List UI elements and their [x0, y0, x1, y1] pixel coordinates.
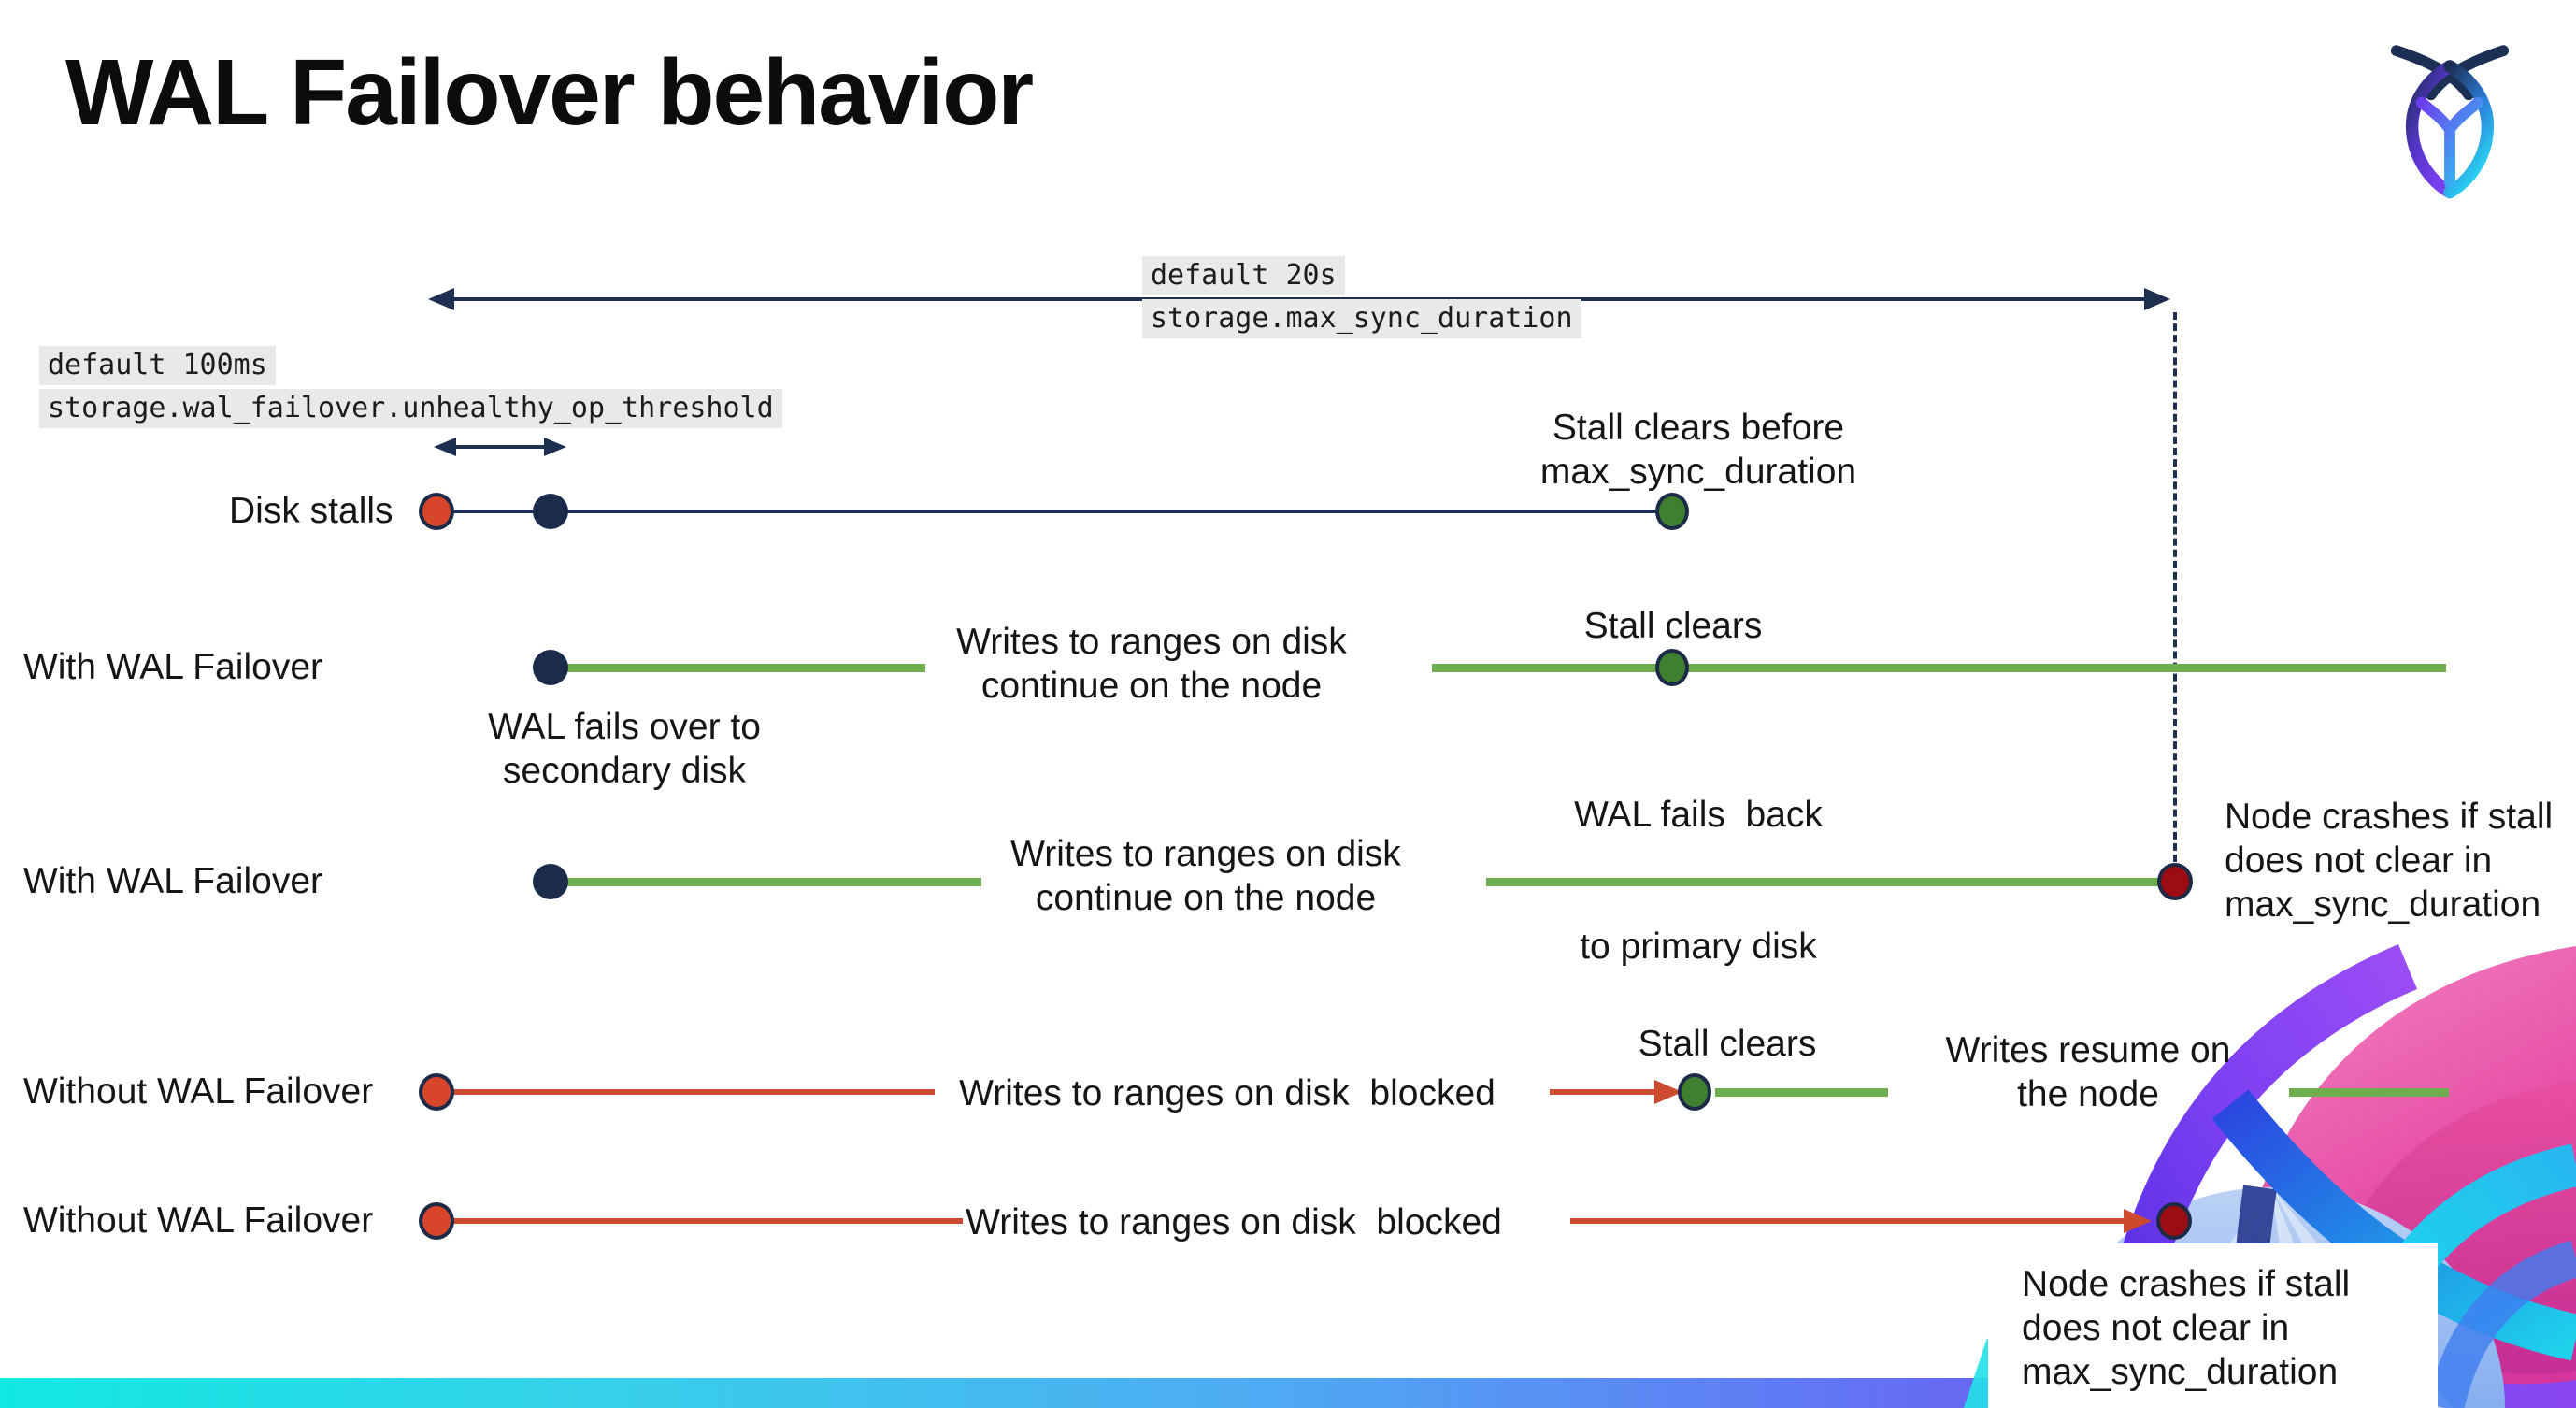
threshold-arrowhead-left-icon [434, 438, 456, 456]
stall-start-dot [419, 1073, 454, 1111]
resumed-writes-line [2289, 1088, 2449, 1097]
arrowhead-right-icon [2144, 288, 2170, 310]
failover-secondary-note: WAL fails over to secondary disk [488, 707, 761, 791]
failover-start-dot [533, 864, 568, 899]
row-label-disk-stalls: Disk stalls [229, 491, 394, 531]
row-label-with-wal-failover-1: With WAL Failover [23, 647, 322, 687]
resumed-writes-line [1715, 1088, 1888, 1097]
healthy-writes-line [1486, 878, 2170, 886]
node-crash-note: Node crashes if stall does not clear in … [2225, 797, 2554, 925]
max-sync-default-label: default 20s [1142, 256, 1345, 295]
stall-clears-note: Stall clears [1583, 606, 1763, 646]
failover-start-dot [533, 650, 568, 685]
stall-clears-before-note: Stall clears before max_sync_duration [1539, 408, 1857, 492]
dashed-deadline-line [2173, 312, 2177, 862]
max-sync-setting-name: storage.max_sync_duration [1142, 299, 1581, 338]
threshold-default-label: default 100ms [39, 346, 276, 385]
failback-primary-note: WAL fails back to primary disk [1574, 795, 1823, 967]
disk-stall-timeline [436, 510, 1672, 513]
healthy-writes-line [555, 664, 925, 672]
threshold-setting-name: storage.wal_failover.unhealthy_op_thresh… [39, 389, 782, 428]
blocked-writes-line [1550, 1089, 1660, 1095]
failover-threshold-dot [533, 494, 568, 529]
row-label-without-wal-failover-2: Without WAL Failover [23, 1200, 374, 1241]
writes-blocked-note: Writes to ranges on disk blocked [959, 1073, 1496, 1113]
healthy-writes-line [555, 878, 981, 886]
writes-blocked-note: Writes to ranges on disk blocked [966, 1202, 1502, 1243]
row-label-without-wal-failover-1: Without WAL Failover [23, 1071, 374, 1112]
blocked-writes-line [440, 1089, 935, 1095]
writes-continue-note: Writes to ranges on disk continue on the… [956, 622, 1347, 706]
red-arrowhead-icon [2124, 1209, 2152, 1233]
arrowhead-left-icon [428, 288, 454, 310]
stall-clear-dot [1655, 493, 1689, 530]
node-crash-note: Node crashes if stall does not clear in … [2022, 1264, 2351, 1392]
writes-continue-note: Writes to ranges on disk continue on the… [1010, 834, 1401, 918]
blocked-writes-line [1570, 1218, 2137, 1224]
healthy-writes-line [1432, 664, 2446, 672]
stall-start-dot [419, 493, 454, 530]
row-label-with-wal-failover-2: With WAL Failover [23, 861, 322, 901]
node-crash-note-box: Node crashes if stall does not clear in … [1988, 1243, 2438, 1408]
stall-clear-dot [1655, 649, 1689, 686]
threshold-range-arrow-line [452, 445, 546, 449]
blocked-writes-line [440, 1218, 963, 1224]
stall-start-dot [419, 1202, 454, 1240]
threshold-arrowhead-right-icon [544, 438, 566, 456]
stall-clears-note: Stall clears [1638, 1024, 1817, 1064]
node-crash-dot [2156, 1202, 2192, 1240]
cockroachdb-logo [2390, 45, 2510, 199]
node-crash-dot [2157, 863, 2193, 900]
stall-clear-dot [1678, 1073, 1711, 1111]
writes-resume-note: Writes resume on the node [1945, 1030, 2231, 1114]
slide-title: WAL Failover behavior [65, 40, 1034, 145]
